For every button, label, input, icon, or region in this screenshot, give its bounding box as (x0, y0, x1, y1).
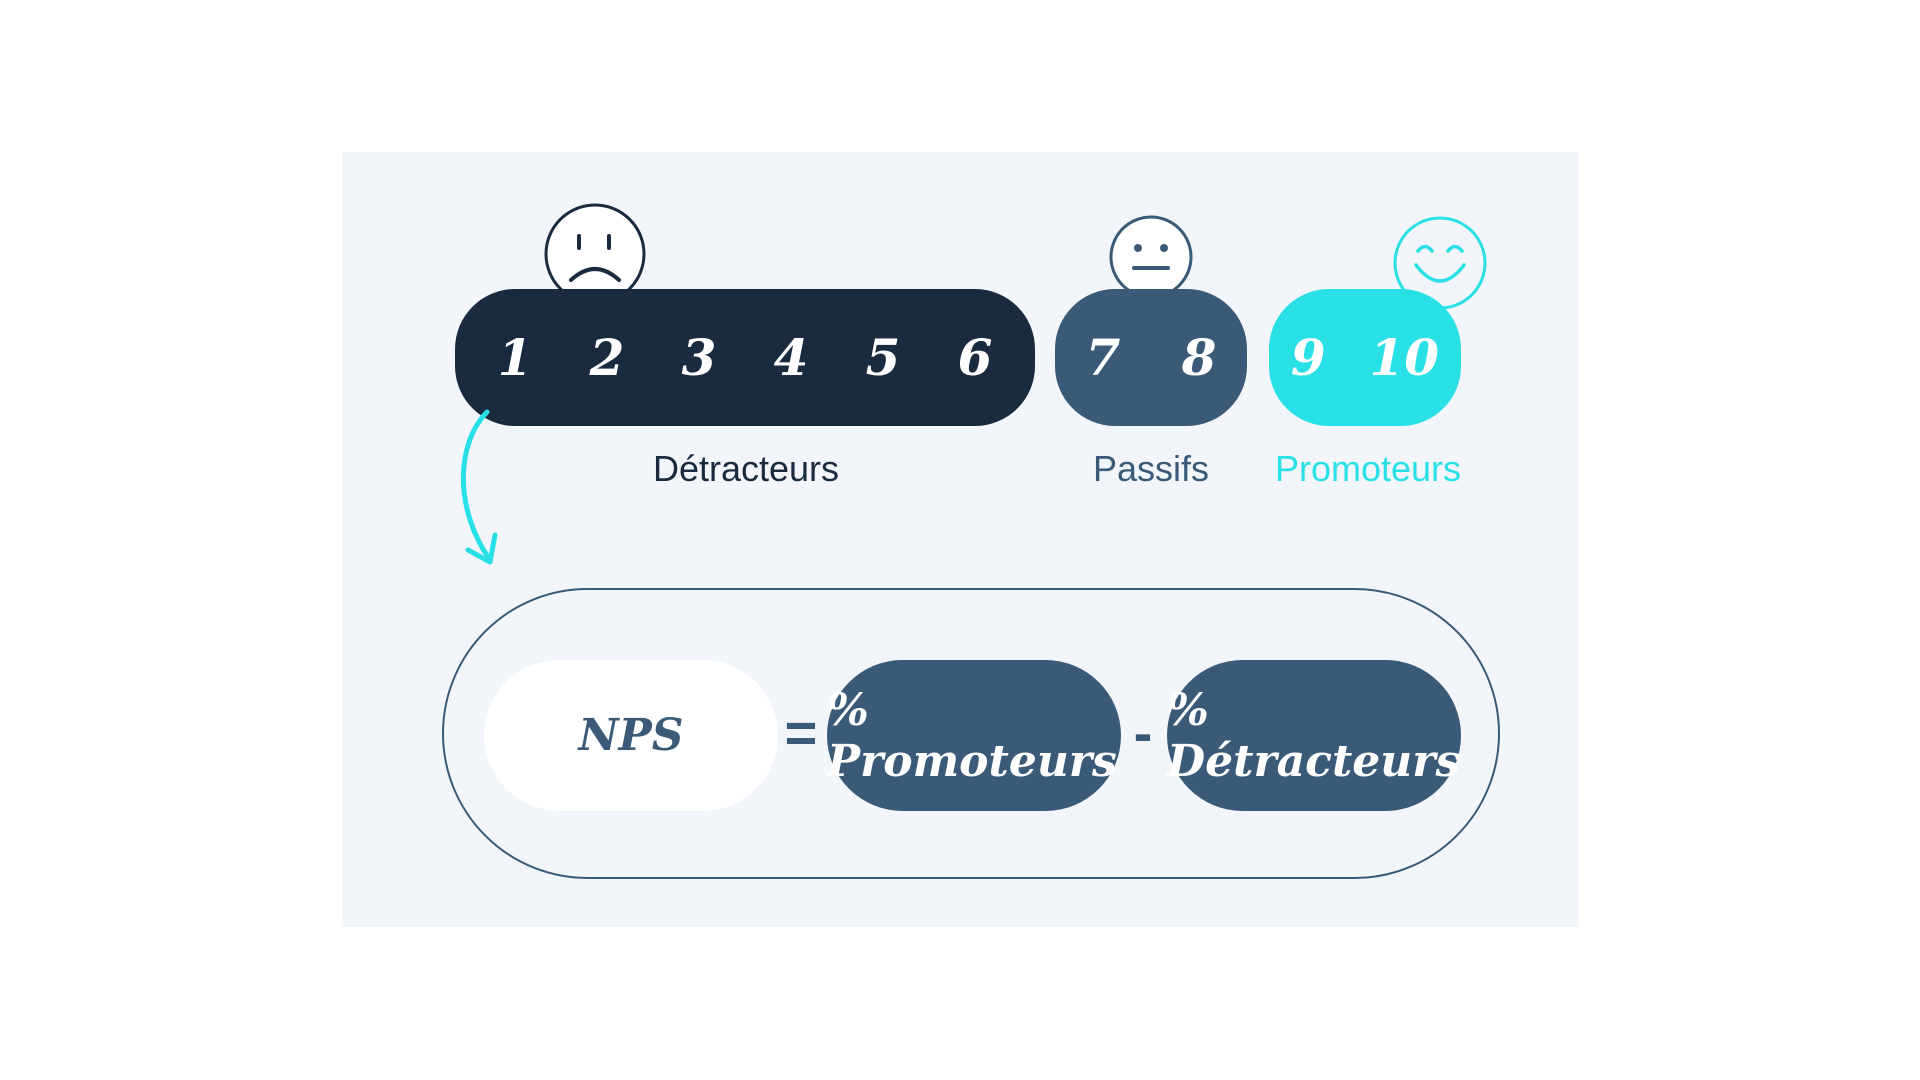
neutral-face-icon (1109, 215, 1193, 299)
promoters-label: Promoteurs (1274, 448, 1462, 489)
happy-face-icon (1393, 216, 1487, 310)
score: 9 (1290, 328, 1326, 387)
score: 8 (1181, 328, 1217, 387)
passives-label: Passifs (1092, 448, 1210, 489)
detractors-percent-pill: % Détracteurs (1167, 660, 1461, 811)
curved-arrow-icon (460, 409, 498, 565)
formula-container (442, 588, 1500, 879)
promoters-score-bar: 9 10 (1269, 289, 1461, 426)
equals-sign: = (784, 701, 818, 764)
score: 10 (1369, 328, 1440, 387)
score: 1 (497, 328, 533, 387)
score: 7 (1085, 328, 1121, 387)
score: 4 (773, 328, 809, 387)
nps-pill: NPS (484, 660, 778, 811)
minus-sign: - (1133, 701, 1153, 764)
detractors-label: Détracteurs (652, 448, 840, 489)
promoters-percent-pill: % Promoteurs (827, 660, 1121, 811)
detractors-score-bar: 1 2 3 4 5 6 (455, 289, 1035, 426)
score: 3 (681, 328, 717, 387)
score: 2 (589, 328, 625, 387)
sad-face-icon (544, 203, 646, 305)
score: 5 (865, 328, 901, 387)
passives-score-bar: 7 8 (1055, 289, 1247, 426)
score: 6 (957, 328, 993, 387)
